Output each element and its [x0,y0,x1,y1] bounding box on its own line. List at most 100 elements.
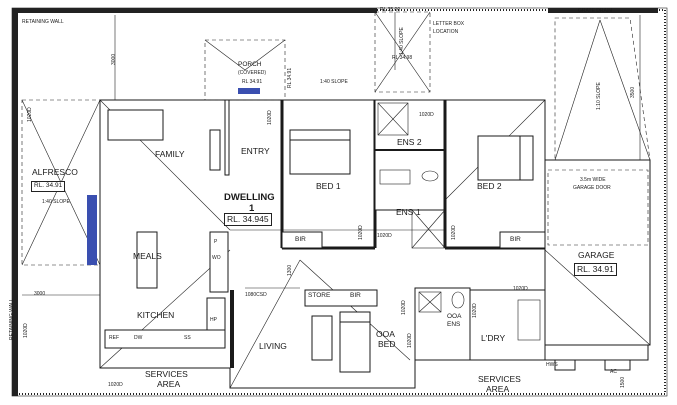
porch-diag-2 [244,39,286,71]
porch-rl-label: RL 34.91 [242,79,263,85]
dim-1020d-bed2: 1020D [451,225,457,240]
bir1-label: BIR [295,236,306,243]
ensuites-block [374,99,446,211]
living-sofa [311,315,333,361]
ooa-bed-label: OOA [376,329,395,339]
dim-1020d-ens2: 1020D [419,112,434,118]
ens2-shower [377,102,409,136]
services-area-2-label: SERVICES [478,374,521,384]
entry-label: ENTRY [241,146,270,156]
ooa-ens-basin [451,291,465,309]
grate-drain-label: GRATE DRAIN [578,8,612,14]
dim-3000-b-label: 3000 [34,291,46,297]
dim-1020d-ooa-b: 1020D [407,333,413,348]
laundry-label: L'DRY [481,333,506,343]
family-label: FAMILY [155,149,185,159]
dim-1080csd-label: 1080CSD [245,292,267,298]
ooa-bed-pillow [339,311,371,323]
dwelling-number: 1 [249,203,255,214]
letterbox-diag-2 [374,11,431,93]
bir2-box [499,231,546,249]
garage-door-zone [547,169,649,246]
living-wall [230,290,234,368]
ens2-shower-x2 [377,102,409,136]
ens1-label: ENS 1 [396,207,421,217]
dim-1020d-ldry: 1020D [472,303,478,318]
garage-door-label-2: GARAGE DOOR [573,185,611,191]
ooa-ens-block [414,287,471,361]
kitchen-label: KITCHEN [137,310,175,320]
dim-1020d-laundry: 1020D [513,286,528,292]
ooa-ens-label: OOA [447,313,462,320]
ens-vanity [379,169,411,185]
services-area-1-label: SERVICES [145,369,188,379]
ooa-ens-shower [418,291,442,313]
kitchen-island-end [206,297,226,331]
wo-label: WO [212,255,221,261]
garage-rl-label: RL. 34.91 [574,263,617,276]
ens2-label: ENS 2 [397,137,422,147]
bed1-label: BED 1 [316,181,341,191]
ens1-shower-x2 [411,209,446,249]
hp-label: HP [210,317,217,323]
retaining-wall-left-label: RETAINING WALL [9,298,15,340]
pantry-label: P [214,239,218,245]
dim-1020d-alfresco: 1020D [27,107,33,122]
dim-1500-label: 1500 [620,376,626,388]
porch-covered-label: (COVERED) [238,70,267,76]
letter-box-label: LETTER BOX [433,21,465,27]
services-area-1b-label: AREA [157,379,181,389]
alfresco-slider [87,195,97,265]
bed2-label: BED 2 [477,181,502,191]
letter-box-location-label: LOCATION [433,29,459,35]
dim-1300-label: 1300 [287,264,293,276]
bed1-pillow [289,129,351,141]
ooa-bed-label-2: BED [378,339,396,349]
grate-drain-bar [548,8,658,13]
rl-3498-label: RL 34.98 [392,55,413,61]
driveway-diag-2 [599,19,651,161]
dim-1020d-bottom: 1020D [108,382,123,388]
ac-unit [604,359,631,371]
slope-1-10-label: 1:10 SLOPE [596,82,602,110]
store-bir-box [304,289,378,307]
rl-top-label: RL 35.00 [380,7,401,13]
ac-label: AC [610,369,617,375]
porch-diag-1 [204,39,246,71]
bed2-pillow [519,135,534,181]
roof-line-5 [229,259,301,389]
laundry-tub [517,299,541,341]
alfresco-label: ALFRESCO [32,167,78,177]
store-label: STORE [308,292,331,299]
roof-line-4 [299,259,411,361]
driveway-diag-1 [554,19,601,161]
dim-3000-a-label: 3000 [111,53,117,65]
dim-1020d-entry: 1020D [267,110,273,125]
laundry-block [469,289,546,361]
ref-label: REF [109,335,119,341]
dwelling-rl-label: RL. 34.945 [224,213,272,226]
porch-label: PORCH [238,61,262,68]
family-sofa [107,109,164,141]
entry-wall [224,99,230,176]
ooa-ens-label-2: ENS [447,321,461,328]
alfresco-slope-label: 1:40 SLOPE [42,199,70,205]
garage-label: GARAGE [578,250,615,260]
dim-1020d-left: 1020D [23,323,29,338]
living-label: LIVING [259,341,287,351]
alfresco-outline [21,99,101,266]
rl-3491-vertical: RL 34.91 [287,67,293,88]
hws-unit [554,359,576,371]
retaining-wall-left [12,8,18,396]
alfresco-rl-label: RL. 34.91 [31,181,66,192]
dim-1020d-ens1: 1020D [377,233,392,239]
kitchen-bench [104,329,226,349]
hws-label: HWS [546,362,558,368]
garage-outline [544,159,651,346]
retaining-wall-top-label: RETAINING WALL [22,19,64,25]
ooa-shower-x2 [418,291,442,313]
dw-label: DW [134,335,143,341]
bir1-box [281,231,323,249]
services-area-2b-label: AREA [486,384,510,394]
